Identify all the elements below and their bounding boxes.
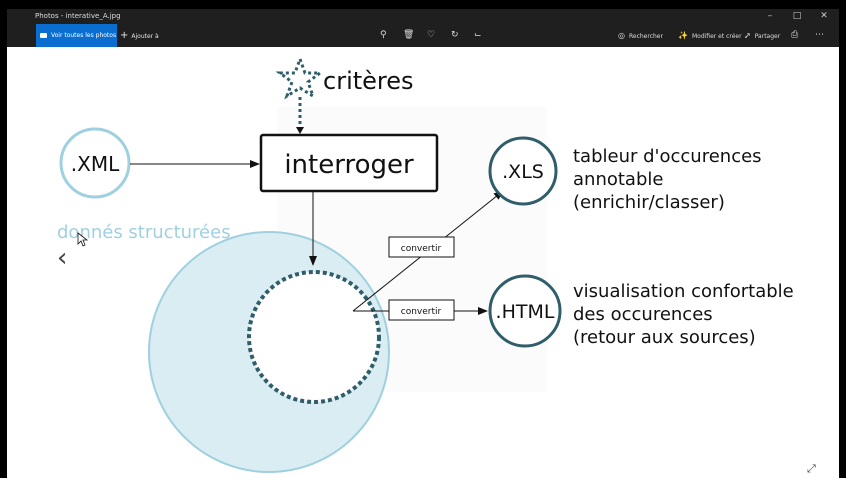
html-desc-line-2: des occurences — [573, 304, 713, 325]
convert-xls-box — [388, 236, 455, 258]
share-label: Partager — [754, 33, 781, 40]
convert-html-label: convertir — [401, 307, 442, 317]
chevron-down-icon: ⌄ — [741, 33, 749, 40]
add-to-label: Ajouter à — [131, 33, 159, 40]
criteria-label: critères — [323, 67, 414, 95]
expand-icon[interactable]: ⤢ — [807, 462, 816, 475]
toolbar: Voir toutes les photos +Ajouter à ⚲ 🗑 ♡ … — [7, 24, 839, 47]
search-label: Rechercher — [628, 33, 663, 40]
close-icon[interactable]: ✕ — [820, 11, 828, 21]
crop-icon[interactable]: ⌙ — [474, 30, 482, 40]
query-label: interroger — [284, 150, 414, 180]
structured-data-label: donnés structurées — [57, 222, 231, 243]
html-circle — [488, 274, 562, 348]
html-desc-line-3: (retour aux sources) — [573, 327, 756, 348]
html-label: .HTML — [496, 301, 555, 323]
arrowhead — [296, 127, 304, 134]
photos-app-window: Photos - interative_A.jpg – □ ✕ Voir tou… — [7, 9, 839, 478]
zoom-icon[interactable]: ⚲ — [380, 30, 387, 40]
rotate-icon[interactable]: ↻ — [451, 30, 459, 40]
star-icon — [275, 54, 325, 100]
share-icon: ↗ — [744, 31, 751, 40]
favorite-icon[interactable]: ♡ — [427, 30, 436, 40]
xls-desc-line-3: (enrichir/classer) — [573, 192, 725, 213]
search-icon: ◎ — [618, 31, 625, 40]
view-all-photos-button[interactable]: Voir toutes les photos — [36, 24, 117, 47]
edit-icon: ✨ — [678, 31, 688, 40]
search-button[interactable]: ◎Rechercher — [618, 24, 663, 47]
xml-circle — [59, 127, 131, 199]
xls-label: .XLS — [502, 161, 544, 183]
more-icon[interactable]: ⋯ — [815, 30, 824, 40]
html-desc-line-1: visualisation confortable — [573, 281, 794, 302]
previous-photo-arrow-icon[interactable]: ‹ — [57, 243, 68, 273]
mouse-cursor-icon — [77, 232, 89, 247]
maximize-icon[interactable]: □ — [792, 11, 802, 21]
query-box — [259, 133, 439, 193]
add-to-button[interactable]: +Ajouter à — [120, 24, 159, 48]
edit-create-label: Modifier et créer — [691, 33, 742, 40]
xls-desc-line-1: tableur d'occurences — [573, 146, 762, 167]
xls-desc-line-2: annotable — [573, 169, 663, 190]
share-button[interactable]: ↗Partager — [744, 24, 780, 47]
plus-icon: + — [120, 30, 129, 41]
print-icon[interactable]: ⎙ — [791, 30, 799, 40]
results-circle — [247, 270, 381, 404]
window-title: Photos - interative_A.jpg — [35, 12, 121, 20]
delete-icon[interactable]: 🗑 — [403, 30, 415, 40]
photo-viewer: critères .XML interroger donnés structur… — [7, 47, 839, 478]
convert-xls-label: convertir — [401, 244, 442, 254]
photos-icon — [40, 33, 47, 38]
xls-circle — [488, 136, 558, 206]
convert-html-box — [388, 299, 455, 321]
minimize-icon[interactable]: – — [767, 11, 773, 21]
xml-label: .XML — [71, 152, 120, 176]
diagram-image: critères .XML interroger donnés structur… — [57, 54, 794, 473]
edit-create-button[interactable]: ✨Modifier et créer ⌄ — [678, 24, 749, 47]
title-bar: Photos - interative_A.jpg – □ ✕ — [7, 9, 839, 24]
view-all-label: Voir toutes les photos — [51, 32, 117, 39]
